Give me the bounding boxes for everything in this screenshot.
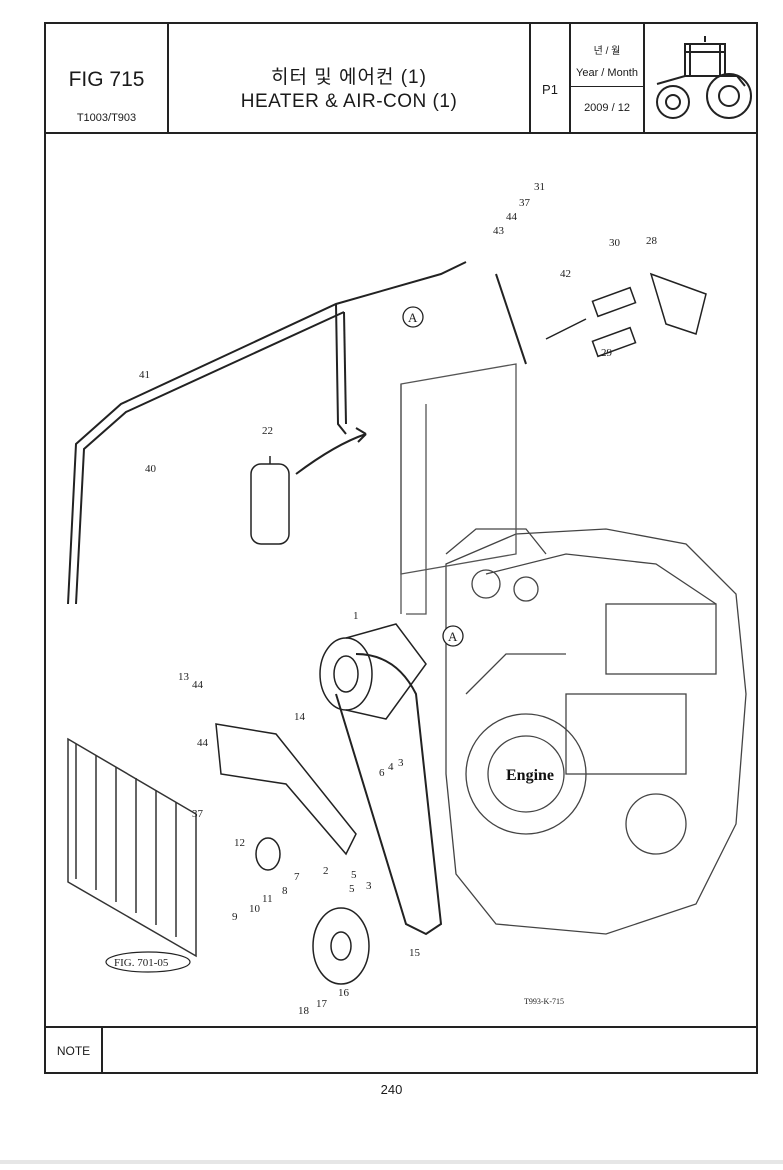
callout-2: 2 (323, 865, 329, 877)
page-code-cell: P1 (531, 24, 571, 132)
pipe-fittings (545, 272, 707, 358)
note-label: NOTE (46, 1028, 103, 1074)
callout-7: 7 (294, 871, 300, 883)
fig-cell: FIG 715 T1003/T903 (46, 24, 169, 132)
callout-1: 1 (353, 610, 359, 622)
callout-42: 42 (560, 268, 571, 280)
belt (335, 653, 443, 936)
callout-11: 11 (262, 893, 273, 905)
callout-14: 14 (294, 711, 306, 723)
engine-label: Engine (506, 767, 554, 784)
condenser (67, 737, 197, 958)
callout-15: 15 (409, 947, 421, 959)
tractor-logo-cell (645, 24, 756, 132)
year-month-label-ko: 년 / 월 (593, 46, 621, 57)
callout-4: 4 (388, 761, 394, 773)
callout-12: 12 (234, 837, 245, 849)
figure-reference-label: FIG. 701-05 (114, 957, 169, 969)
note-row: NOTE (46, 1026, 756, 1074)
callout-10: 10 (249, 903, 261, 915)
callout-30: 30 (609, 237, 621, 249)
title-block: FIG 715 T1003/T903 히터 및 에어컨 (1) HEATER &… (46, 24, 756, 134)
receiver-drier (250, 427, 367, 545)
page-frame: FIG 715 T1003/T903 히터 및 에어컨 (1) HEATER &… (44, 22, 758, 1074)
year-month-cell: 년 / 월 Year / Month 2009 / 12 (571, 24, 645, 132)
callout-5: 5 (351, 869, 357, 881)
drawing-code: T993-K-715 (524, 997, 564, 1006)
compressor (319, 623, 427, 720)
callout-40: 40 (145, 463, 157, 475)
view-marker-a-label: A (408, 310, 418, 325)
fig-number: FIG 715 (68, 68, 145, 91)
callout-31: 31 (534, 181, 545, 193)
callout-18: 18 (298, 1005, 310, 1017)
callout-6: 6 (379, 767, 385, 779)
mounting-bracket (400, 363, 517, 615)
engine-block-outline (445, 528, 747, 935)
tractor-icon (656, 36, 752, 119)
callout-37: 37 (192, 808, 204, 820)
title-korean: 히터 및 에어컨 (1) (271, 67, 427, 88)
pulley (312, 907, 370, 985)
callout-16: 16 (338, 987, 350, 999)
view-marker-a-label: A (448, 629, 458, 644)
page-number: 240 (380, 1082, 403, 1097)
divider (571, 86, 643, 87)
callout-8: 8 (282, 885, 288, 897)
callout-3: 3 (366, 880, 372, 892)
view-marker-a: A A (402, 306, 464, 647)
callout-41: 41 (139, 369, 150, 381)
model-code: T1003/T903 (76, 112, 137, 124)
callout-labels: 31 37 44 43 30 28 42 29 41 40 22 1 13 44… (139, 181, 658, 1017)
refrigerant-hoses (67, 261, 527, 605)
figure-reference: FIG. 701-05 (105, 951, 191, 973)
callout-9: 9 (232, 911, 238, 923)
page-code: P1 (542, 82, 558, 97)
year-month-date: 2009 / 12 (584, 102, 630, 114)
callout-3: 3 (398, 757, 404, 769)
callout-44: 44 (192, 679, 204, 691)
tensioner-bracket (215, 723, 357, 871)
scan-artifact (0, 1160, 783, 1164)
callout-22: 22 (262, 425, 273, 437)
year-month-label: Year / Month (576, 67, 638, 79)
callout-29: 29 (601, 347, 613, 359)
callout-28: 28 (646, 235, 658, 247)
callout-5: 5 (349, 883, 355, 895)
exploded-parts-diagram: 31 37 44 43 30 28 42 29 41 40 22 1 13 44… (67, 181, 747, 1017)
callout-37: 37 (519, 197, 531, 209)
callout-43: 43 (493, 225, 505, 237)
callout-13: 13 (178, 671, 190, 683)
title-english: HEATER & AIR-CON (1) (240, 91, 458, 112)
callout-44: 44 (506, 211, 518, 223)
callout-44: 44 (197, 737, 209, 749)
callout-17: 17 (316, 998, 328, 1010)
title-cell: 히터 및 에어컨 (1) HEATER & AIR-CON (1) (169, 24, 531, 132)
